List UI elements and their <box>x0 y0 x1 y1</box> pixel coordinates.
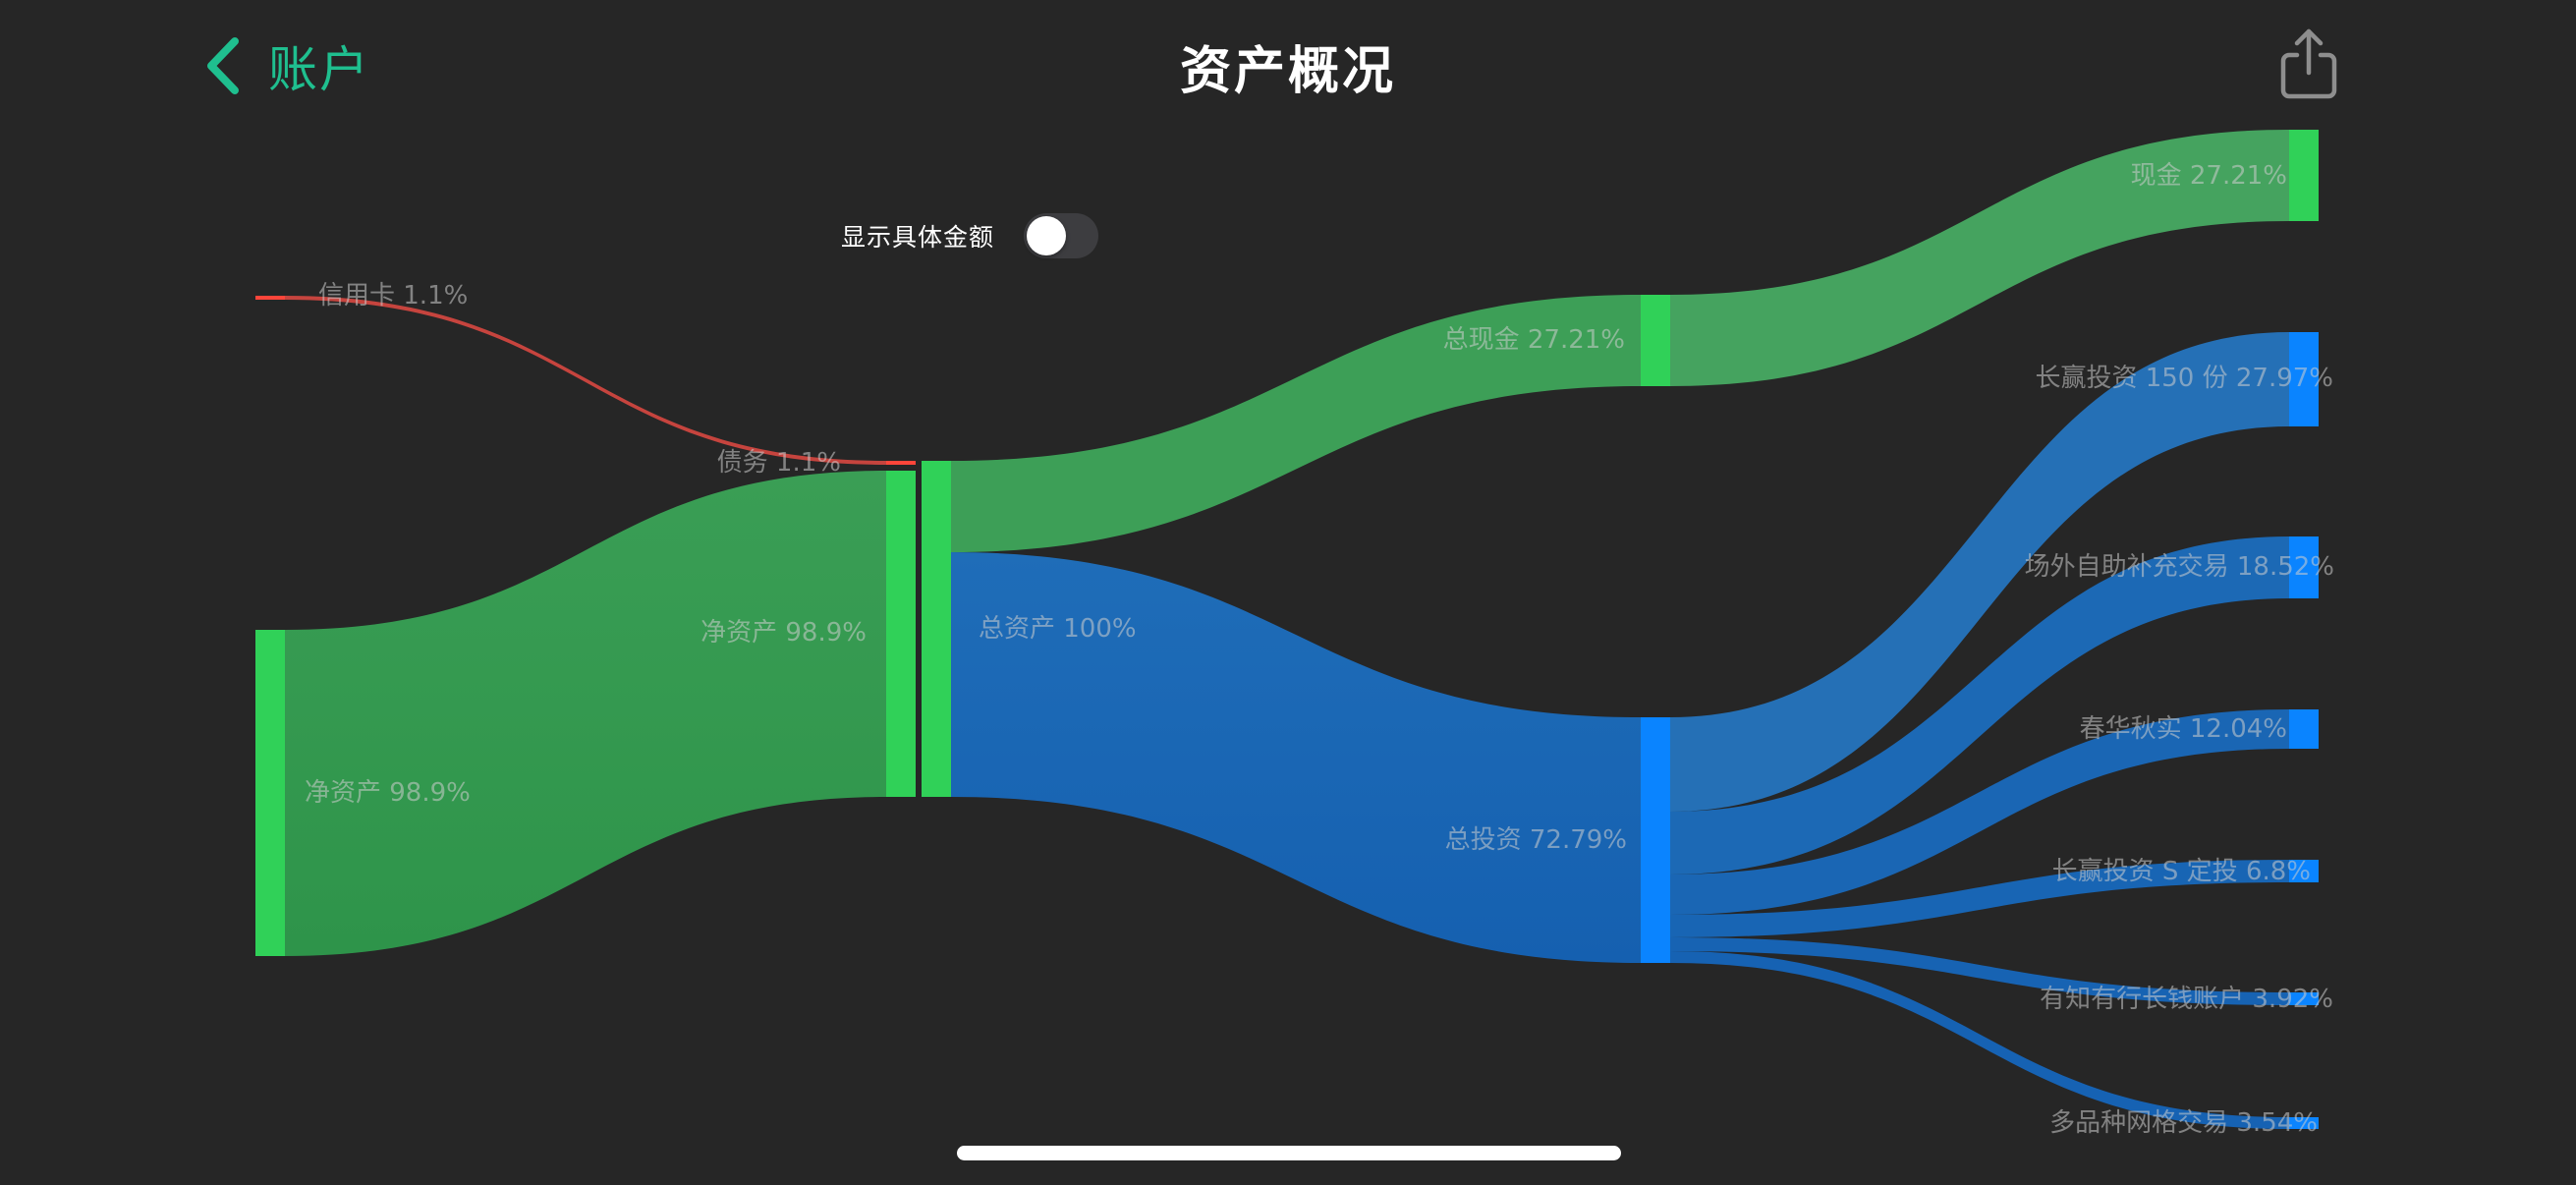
share-icon <box>2280 28 2337 99</box>
show-amounts-toggle[interactable] <box>1024 213 1099 258</box>
link-invest-to-changying-s[interactable] <box>1670 860 2289 937</box>
home-indicator[interactable] <box>957 1146 1621 1160</box>
back-label: 账户 <box>268 41 370 98</box>
label-chunhua: 春华秋实 12.04% <box>2079 714 2287 744</box>
node-changying-s[interactable] <box>2289 860 2319 882</box>
label-debt: 债务 1.1% <box>716 448 841 478</box>
node-chunhua[interactable] <box>2289 709 2319 749</box>
node-debt[interactable] <box>886 461 916 465</box>
link-invest-to-youzhi[interactable] <box>1670 937 2289 1005</box>
label-changying-s: 长赢投资 S 定投 6.8% <box>2051 857 2311 886</box>
page-title: 资产概况 <box>1179 42 1396 101</box>
node-changying-150[interactable] <box>2289 332 2319 426</box>
node-grid[interactable] <box>2289 1117 2319 1129</box>
node-credit-card[interactable] <box>255 296 285 300</box>
link-invest-to-otc[interactable] <box>1670 536 2289 875</box>
node-total-invest[interactable] <box>1641 717 1670 963</box>
label-net-assets-mid: 净资产 98.9% <box>700 618 867 648</box>
node-cash[interactable] <box>2289 130 2319 221</box>
show-amounts-row: 显示具体金额 <box>841 208 1099 263</box>
link-invest-to-changying150[interactable] <box>1670 332 2289 812</box>
label-total-assets: 总资产 100% <box>979 614 1137 644</box>
node-youzhi[interactable] <box>2289 992 2319 1005</box>
label-net-assets-left: 净资产 98.9% <box>305 778 471 808</box>
chevron-left-icon <box>207 37 239 94</box>
node-otc-self[interactable] <box>2289 536 2319 598</box>
label-cash: 现金 27.21% <box>2130 161 2287 191</box>
link-cash-to-cash[interactable] <box>1670 130 2289 386</box>
node-total-cash[interactable] <box>1641 295 1670 386</box>
link-invest-to-grid[interactable] <box>1670 951 2289 1129</box>
link-credit-to-debt[interactable] <box>285 296 886 465</box>
label-total-cash: 总现金 27.21% <box>1442 325 1625 355</box>
label-credit-card: 信用卡 1.1% <box>318 281 469 310</box>
link-netassets-left-to-mid[interactable] <box>285 471 886 956</box>
show-amounts-label: 显示具体金额 <box>841 223 995 252</box>
label-grid: 多品种网格交易 3.54% <box>2049 1108 2318 1138</box>
label-youzhi: 有知有行长钱账户 3.92% <box>2040 985 2333 1014</box>
label-total-invest: 总投资 72.79% <box>1444 825 1627 855</box>
share-button[interactable] <box>2277 26 2340 102</box>
label-otc-self: 场外自助补充交易 18.52% <box>2024 552 2334 582</box>
link-total-to-cash[interactable] <box>951 295 1641 552</box>
link-invest-to-chunhua[interactable] <box>1670 709 2289 915</box>
back-button[interactable]: 账户 <box>201 31 370 100</box>
node-net-assets-left[interactable] <box>255 630 285 956</box>
node-net-assets-mid[interactable] <box>886 471 916 797</box>
node-total-assets[interactable] <box>922 461 951 797</box>
link-total-to-invest[interactable] <box>951 552 1641 963</box>
label-changying-150: 长赢投资 150 份 27.97% <box>2035 364 2333 393</box>
toggle-knob <box>1027 216 1067 255</box>
